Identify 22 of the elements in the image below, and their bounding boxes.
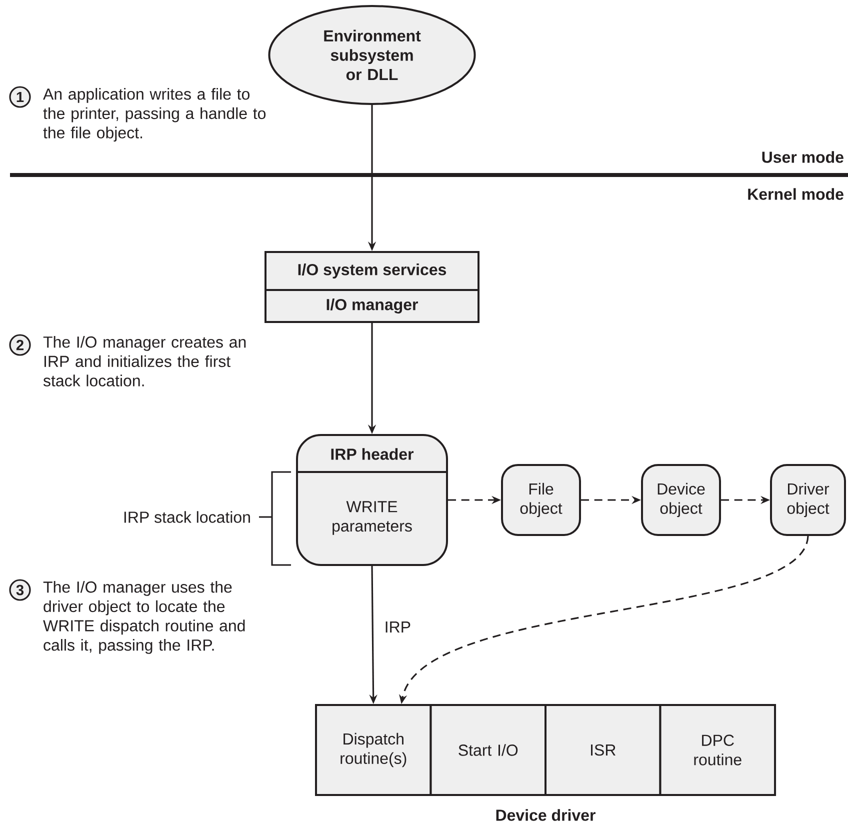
ellipse-node: Environment subsystem or DLL <box>268 5 476 105</box>
routine-cell: Start I/O <box>430 704 546 796</box>
callout-number: 3 <box>9 579 31 601</box>
routine-cell: Dispatch routine(s) <box>315 704 432 796</box>
node-label: Device driver <box>496 809 596 821</box>
object-box: Driver object <box>770 464 846 536</box>
step-note: The I/O manager uses the driver object to locate the WRITE dispatch routine and calls it, passing the IRP. <box>43 581 245 654</box>
edge-label: IRP <box>383 620 412 634</box>
routine-cell: ISR <box>544 704 662 796</box>
callout-number: 1 <box>9 86 31 108</box>
callout-number: 2 <box>9 334 31 356</box>
mode-label: Kernel mode <box>748 188 844 200</box>
object-box: Device object <box>641 464 721 536</box>
manager-box: I/O manager <box>264 289 480 323</box>
object-box: File object <box>501 464 581 536</box>
irp-box: IRP header WRITE parameters <box>296 434 448 566</box>
mode-label: User mode <box>762 151 844 163</box>
service-box: I/O system services <box>264 251 480 291</box>
routine-cell: DPC routine <box>659 704 776 796</box>
bracket-label: IRP stack location <box>124 511 250 523</box>
step-note: The I/O manager creates an IRP and initializes the first stack location. <box>43 336 246 386</box>
step-note: An application writes a file to the printer, passing a handle to the file object. <box>43 88 266 142</box>
